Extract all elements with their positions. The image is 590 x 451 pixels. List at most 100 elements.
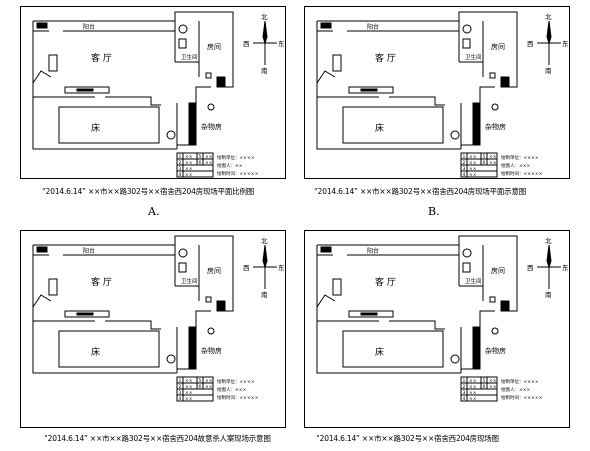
storage-label: 杂物房	[485, 346, 506, 355]
furniture-block	[489, 72, 496, 79]
storage-label: 杂物房	[485, 122, 506, 131]
storage-label: 杂物房	[201, 122, 222, 131]
interior-wall	[389, 96, 445, 106]
balcony-label: 阳台	[83, 247, 95, 255]
legend-text: ××	[185, 378, 193, 384]
plan-group: 阳台卫生间房间客 厅床杂物房北西东南1××5××2××6××3××4××绘制单位…	[316, 11, 569, 178]
drawing-time: 绘制时间：×××××	[217, 170, 259, 177]
bathroom-label: 卫生间	[465, 277, 482, 285]
panel-caption: “2014.6.14” ××市××路302号××宿舍西204房现场图	[316, 434, 499, 443]
compass-north-label: 北	[261, 13, 268, 21]
living-room-label: 客 厅	[91, 52, 112, 64]
option-label: A.	[148, 205, 160, 218]
sofa-symbol	[48, 278, 58, 296]
round-object	[166, 354, 176, 364]
legend-number: 2	[179, 160, 182, 166]
legend-number: 5	[483, 154, 486, 160]
bedroom-label: 房间	[207, 266, 221, 275]
cabinet-symbol	[348, 86, 394, 94]
drawing-person: 绘图人：×××	[217, 386, 247, 393]
interior-wall	[105, 320, 161, 330]
bed-label: 床	[375, 122, 384, 134]
bathroom-label: 卫生间	[181, 277, 198, 285]
legend-text: ××	[185, 160, 193, 166]
outer-wall	[33, 235, 234, 312]
bed-frame	[342, 330, 444, 368]
cabinet-symbol	[360, 312, 378, 316]
legend-number: 1	[179, 378, 182, 384]
toilet-symbol	[178, 262, 187, 273]
round-object	[207, 103, 215, 111]
cabinet-symbol	[64, 310, 110, 318]
cabinet-symbol	[360, 88, 378, 92]
cabinet-symbol	[76, 312, 94, 316]
shelf-block	[472, 326, 480, 370]
legend-number: 2	[463, 384, 466, 390]
bathroom-label: 卫生间	[181, 53, 198, 61]
compass-east-label: 东	[278, 263, 285, 272]
legend-text: ××	[469, 390, 477, 396]
legend-number: 1	[463, 154, 466, 160]
sink-symbol	[178, 248, 188, 258]
cabinet-symbol	[76, 88, 94, 92]
legend-number: 4	[463, 396, 466, 402]
drawing-unit: 绘制单位：××××	[217, 154, 255, 161]
round-object	[166, 130, 176, 140]
appliance-block	[320, 246, 332, 253]
bathroom-label: 卫生间	[465, 53, 482, 61]
legend-text: ××	[185, 154, 193, 160]
outer-wall	[32, 245, 177, 374]
legend-text: ××	[185, 172, 193, 178]
legend-number: 4	[179, 396, 182, 402]
compass-north-arrow	[546, 244, 552, 269]
legend-text: ××	[469, 166, 477, 172]
legend-text: ××	[205, 160, 213, 166]
round-object	[491, 103, 499, 111]
sofa-symbol	[332, 278, 342, 296]
bed-label: 床	[375, 346, 384, 358]
toilet-symbol	[462, 262, 471, 273]
shelf-block	[188, 326, 196, 370]
drawing-unit: 绘制单位：××××	[217, 378, 255, 385]
legend-number: 2	[179, 384, 182, 390]
legend-number: 4	[179, 172, 182, 178]
legend-number: 3	[463, 166, 466, 172]
round-object	[207, 327, 215, 335]
outer-wall	[460, 310, 495, 373]
storage-label: 杂物房	[201, 346, 222, 355]
legend-text: ××	[489, 160, 497, 166]
floor-plan: 阳台卫生间房间客 厅床杂物房北西东南1××5××2××6××3××4××绘制单位…	[32, 235, 285, 402]
outer-wall	[33, 11, 234, 88]
interior-wall	[105, 96, 161, 106]
legend-text: ××	[469, 172, 477, 178]
cabinet-symbol	[64, 86, 110, 94]
bed-frame	[58, 106, 160, 144]
drawing-time: 绘制时间：×××××	[217, 394, 259, 401]
legend-number: 2	[463, 160, 466, 166]
living-room-label: 客 厅	[91, 276, 112, 288]
drawing-person: 绘图人：×××	[501, 162, 531, 169]
outer-wall	[316, 21, 461, 150]
furniture-block	[205, 296, 212, 303]
legend-number: 3	[179, 166, 182, 172]
balcony-label: 阳台	[367, 23, 379, 31]
outer-wall	[32, 21, 177, 150]
door-arc	[32, 70, 52, 84]
panel-caption: “2014.6.14” ××市××路302号××宿舍西204房现场平面比例图	[42, 187, 255, 196]
living-room-label: 客 厅	[375, 52, 396, 64]
furniture-block	[216, 76, 226, 88]
compass-north-label: 北	[545, 13, 552, 21]
legend-text: ××	[469, 384, 477, 390]
legend-text: ××	[185, 166, 193, 172]
sink-symbol	[462, 248, 472, 258]
bedroom-label: 房间	[207, 42, 221, 51]
legend-number: 4	[463, 172, 466, 178]
compass-east-label: 东	[562, 263, 569, 272]
legend-text: ××	[205, 378, 213, 384]
furniture-block	[489, 296, 496, 303]
plan-group: 阳台卫生间房间客 厅床杂物房北西东南1××5××2××6××3××4××绘制单位…	[316, 235, 569, 402]
shelf-block	[472, 102, 480, 146]
